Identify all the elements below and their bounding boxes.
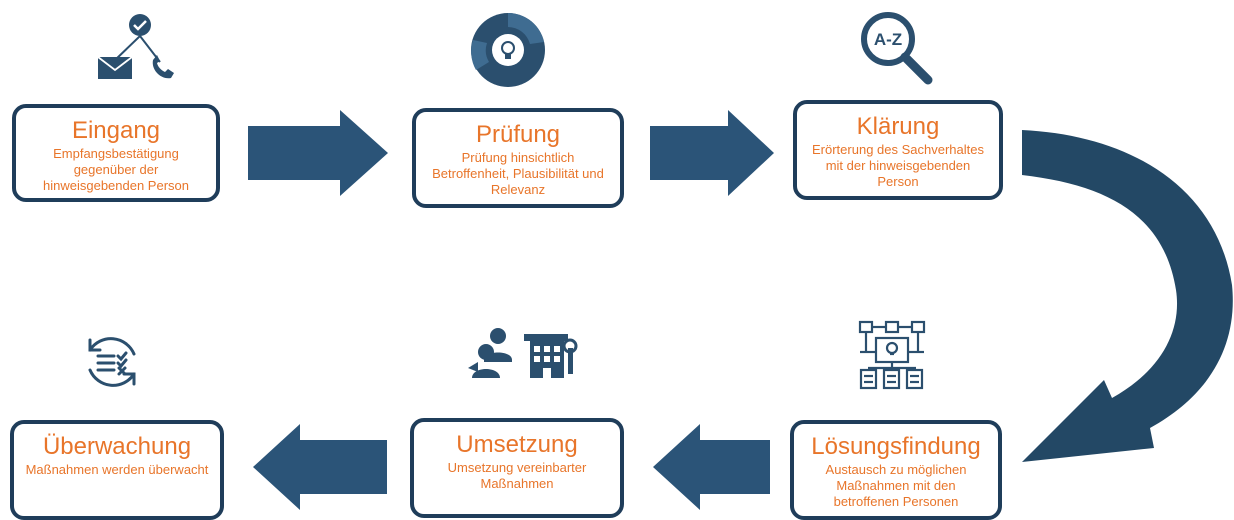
mail-phone-check-icon xyxy=(97,14,174,79)
step-pruefung: Prüfung Prüfung hinsichtlich Betroffenhe… xyxy=(412,108,624,208)
a-z-magnifier-icon: A-Z xyxy=(861,12,933,85)
arrow-eingang-to-pruefung xyxy=(248,110,388,196)
step-title: Lösungsfindung xyxy=(811,433,981,460)
step-ueberwachung: Überwachung Maßnahmen werden überwacht xyxy=(10,420,224,520)
step-description: Empfangsbestätigung gegenüber der hinwei… xyxy=(43,146,189,193)
checklist-cycle-icon xyxy=(88,337,136,387)
step-description: Prüfung hinsichtlich Betroffenheit, Plau… xyxy=(432,150,604,197)
arrow-loesungsfindung-to-umsetzung xyxy=(653,424,770,510)
arrow-pruefung-to-klaerung xyxy=(650,110,774,196)
arrow-klaerung-to-loesungsfindung xyxy=(1022,130,1233,462)
step-title: Überwachung xyxy=(42,433,192,460)
step-title: Eingang xyxy=(71,117,161,144)
lightbulb-cycle-icon xyxy=(471,13,545,87)
idea-network-icon xyxy=(858,320,926,390)
step-klaerung: Klärung Erörterung des Sachverhaltes mit… xyxy=(793,100,1003,200)
step-umsetzung: Umsetzung Umsetzung vereinbarter Maßnahm… xyxy=(410,418,624,518)
step-title: Umsetzung xyxy=(456,431,578,458)
step-loesungsfindung: Lösungsfindung Austausch zu möglichen Ma… xyxy=(790,420,1002,520)
step-title: Klärung xyxy=(856,113,940,140)
a-z-label: A-Z xyxy=(874,30,902,49)
arrow-umsetzung-to-ueberwachung xyxy=(253,424,387,510)
step-description: Umsetzung vereinbarter Maßnahmen xyxy=(447,460,587,491)
step-title: Prüfung xyxy=(475,121,561,148)
step-description: Maßnahmen werden überwacht xyxy=(25,462,209,477)
step-description: Erörterung des Sachverhaltes mit der hin… xyxy=(812,142,984,189)
step-eingang: Eingang Empfangsbestätigung gegenüber de… xyxy=(12,104,220,202)
people-building-icon xyxy=(468,328,578,378)
step-description: Austausch zu möglichen Maßnahmen mit den… xyxy=(825,462,967,509)
